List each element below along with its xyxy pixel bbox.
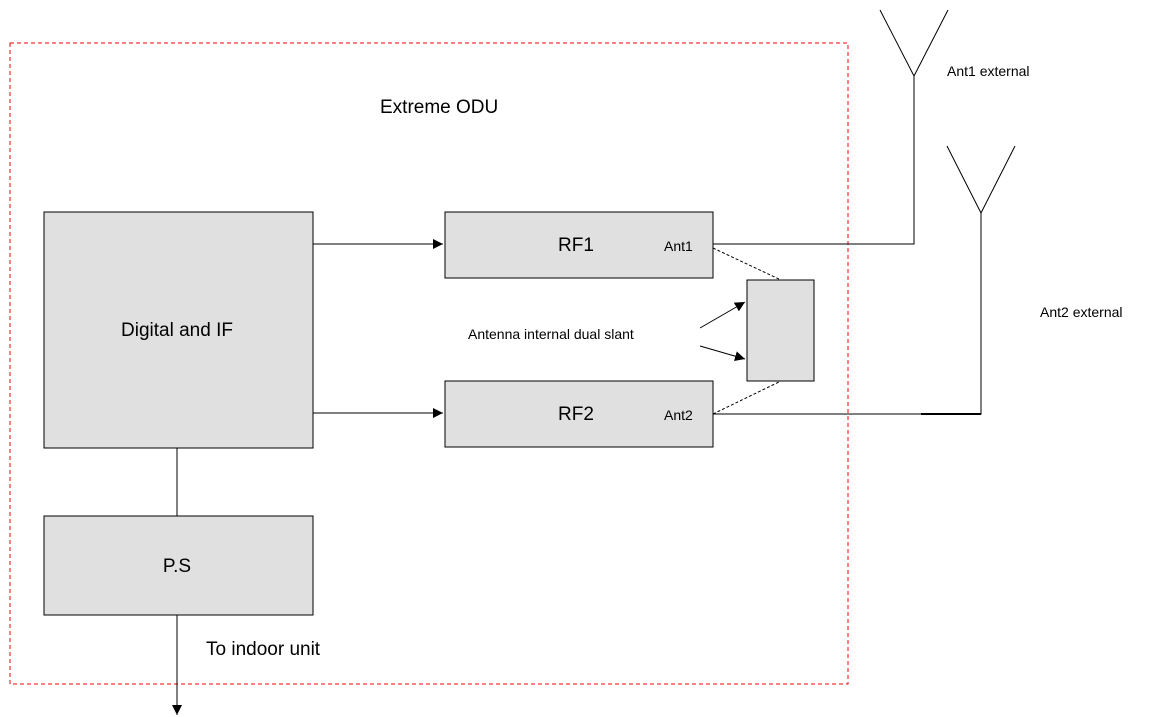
rf2-label: RF2 (558, 404, 594, 425)
dashed-link-ant1 (712, 247, 782, 281)
indoor-unit-label: To indoor unit (206, 639, 321, 660)
arrow-annotation-upper (699, 301, 746, 329)
digital-if-block (43, 211, 314, 449)
power-supply-block (43, 515, 314, 616)
ant2-external-label: Ant2 external (1040, 304, 1123, 320)
ant1-external-label: Ant1 external (947, 63, 1030, 79)
rf1-label: RF1 (558, 235, 594, 256)
internal-antenna-annotation: Antenna internal dual slant (468, 326, 634, 342)
ant1-external-symbol (879, 9, 949, 78)
digital-if-label: Digital and IF (121, 320, 233, 341)
rf2-port-label: Ant2 (664, 407, 693, 423)
ant1-feed-line (713, 76, 915, 245)
rf1-port-label: Ant1 (664, 238, 693, 254)
power-supply-label: P.S (163, 556, 191, 577)
ant2-external-symbol (946, 145, 1016, 215)
odu-boundary (9, 42, 849, 685)
rf2-block (444, 380, 714, 448)
rf1-block (444, 211, 714, 279)
internal-antenna-block (746, 279, 815, 382)
dashed-link-ant2 (712, 380, 782, 415)
odu-title: Extreme ODU (380, 97, 498, 118)
arrow-annotation-lower (699, 345, 746, 362)
